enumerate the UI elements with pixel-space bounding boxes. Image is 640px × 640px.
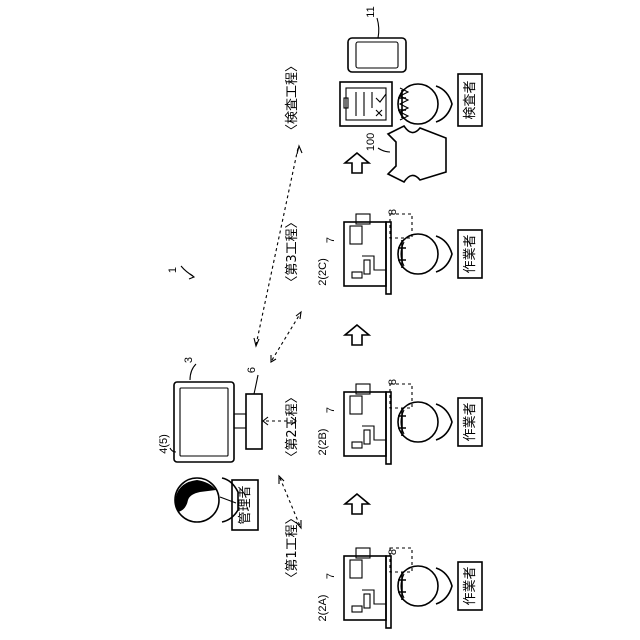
manager-person: [175, 478, 238, 522]
terminal-sub-label: 4(5): [158, 434, 170, 454]
process-label-2: 〈第2工程〉: [285, 390, 300, 463]
worker-1: [398, 566, 452, 606]
ws1-sensor-label: 7: [325, 573, 337, 579]
manager-badge-text: 管理者: [238, 485, 253, 524]
device-ref-label: 6: [246, 367, 258, 373]
ws1-tag-label: 8: [387, 549, 399, 555]
worker-2-badge-text: 作業者: [462, 402, 478, 441]
system-reference: 1: [167, 266, 194, 279]
process-label-3: 〈第3工程〉: [285, 215, 300, 288]
inspector-person: [398, 84, 452, 124]
inspection-checklist: [340, 82, 392, 126]
system-ref-label: 1: [167, 267, 179, 273]
ws2-sensor-label: 7: [325, 407, 337, 413]
ws2-device-label: 2(2B): [317, 429, 329, 456]
ws3-tag-label: 8: [387, 209, 399, 215]
worker-3-badge-text: 作業者: [462, 234, 478, 273]
tablet-ref-label: 11: [365, 6, 377, 17]
manager-terminal: 3 4(5) 6: [158, 357, 262, 462]
flow-arrows: [345, 153, 369, 514]
product-shirt: 100: [365, 126, 446, 182]
process-label-1: 〈第1工程〉: [285, 511, 300, 584]
terminal-ref-label: 3: [183, 357, 195, 363]
ws2-tag-label: 8: [387, 379, 399, 385]
communication-links: [254, 146, 302, 528]
inspector-badge-text: 検査者: [463, 80, 478, 119]
worker-2: [398, 402, 452, 442]
process-label-inspection: 〈検査工程〉: [285, 59, 300, 137]
worker-3: [398, 234, 452, 274]
ws1-device-label: 2(2A): [317, 595, 329, 622]
inspection-tablet: 11: [348, 6, 406, 72]
ws3-device-label: 2(2C): [317, 258, 329, 286]
product-ref-label: 100: [365, 133, 377, 151]
ws3-sensor-label: 7: [325, 237, 337, 243]
worker-1-badge-text: 作業者: [462, 566, 478, 605]
